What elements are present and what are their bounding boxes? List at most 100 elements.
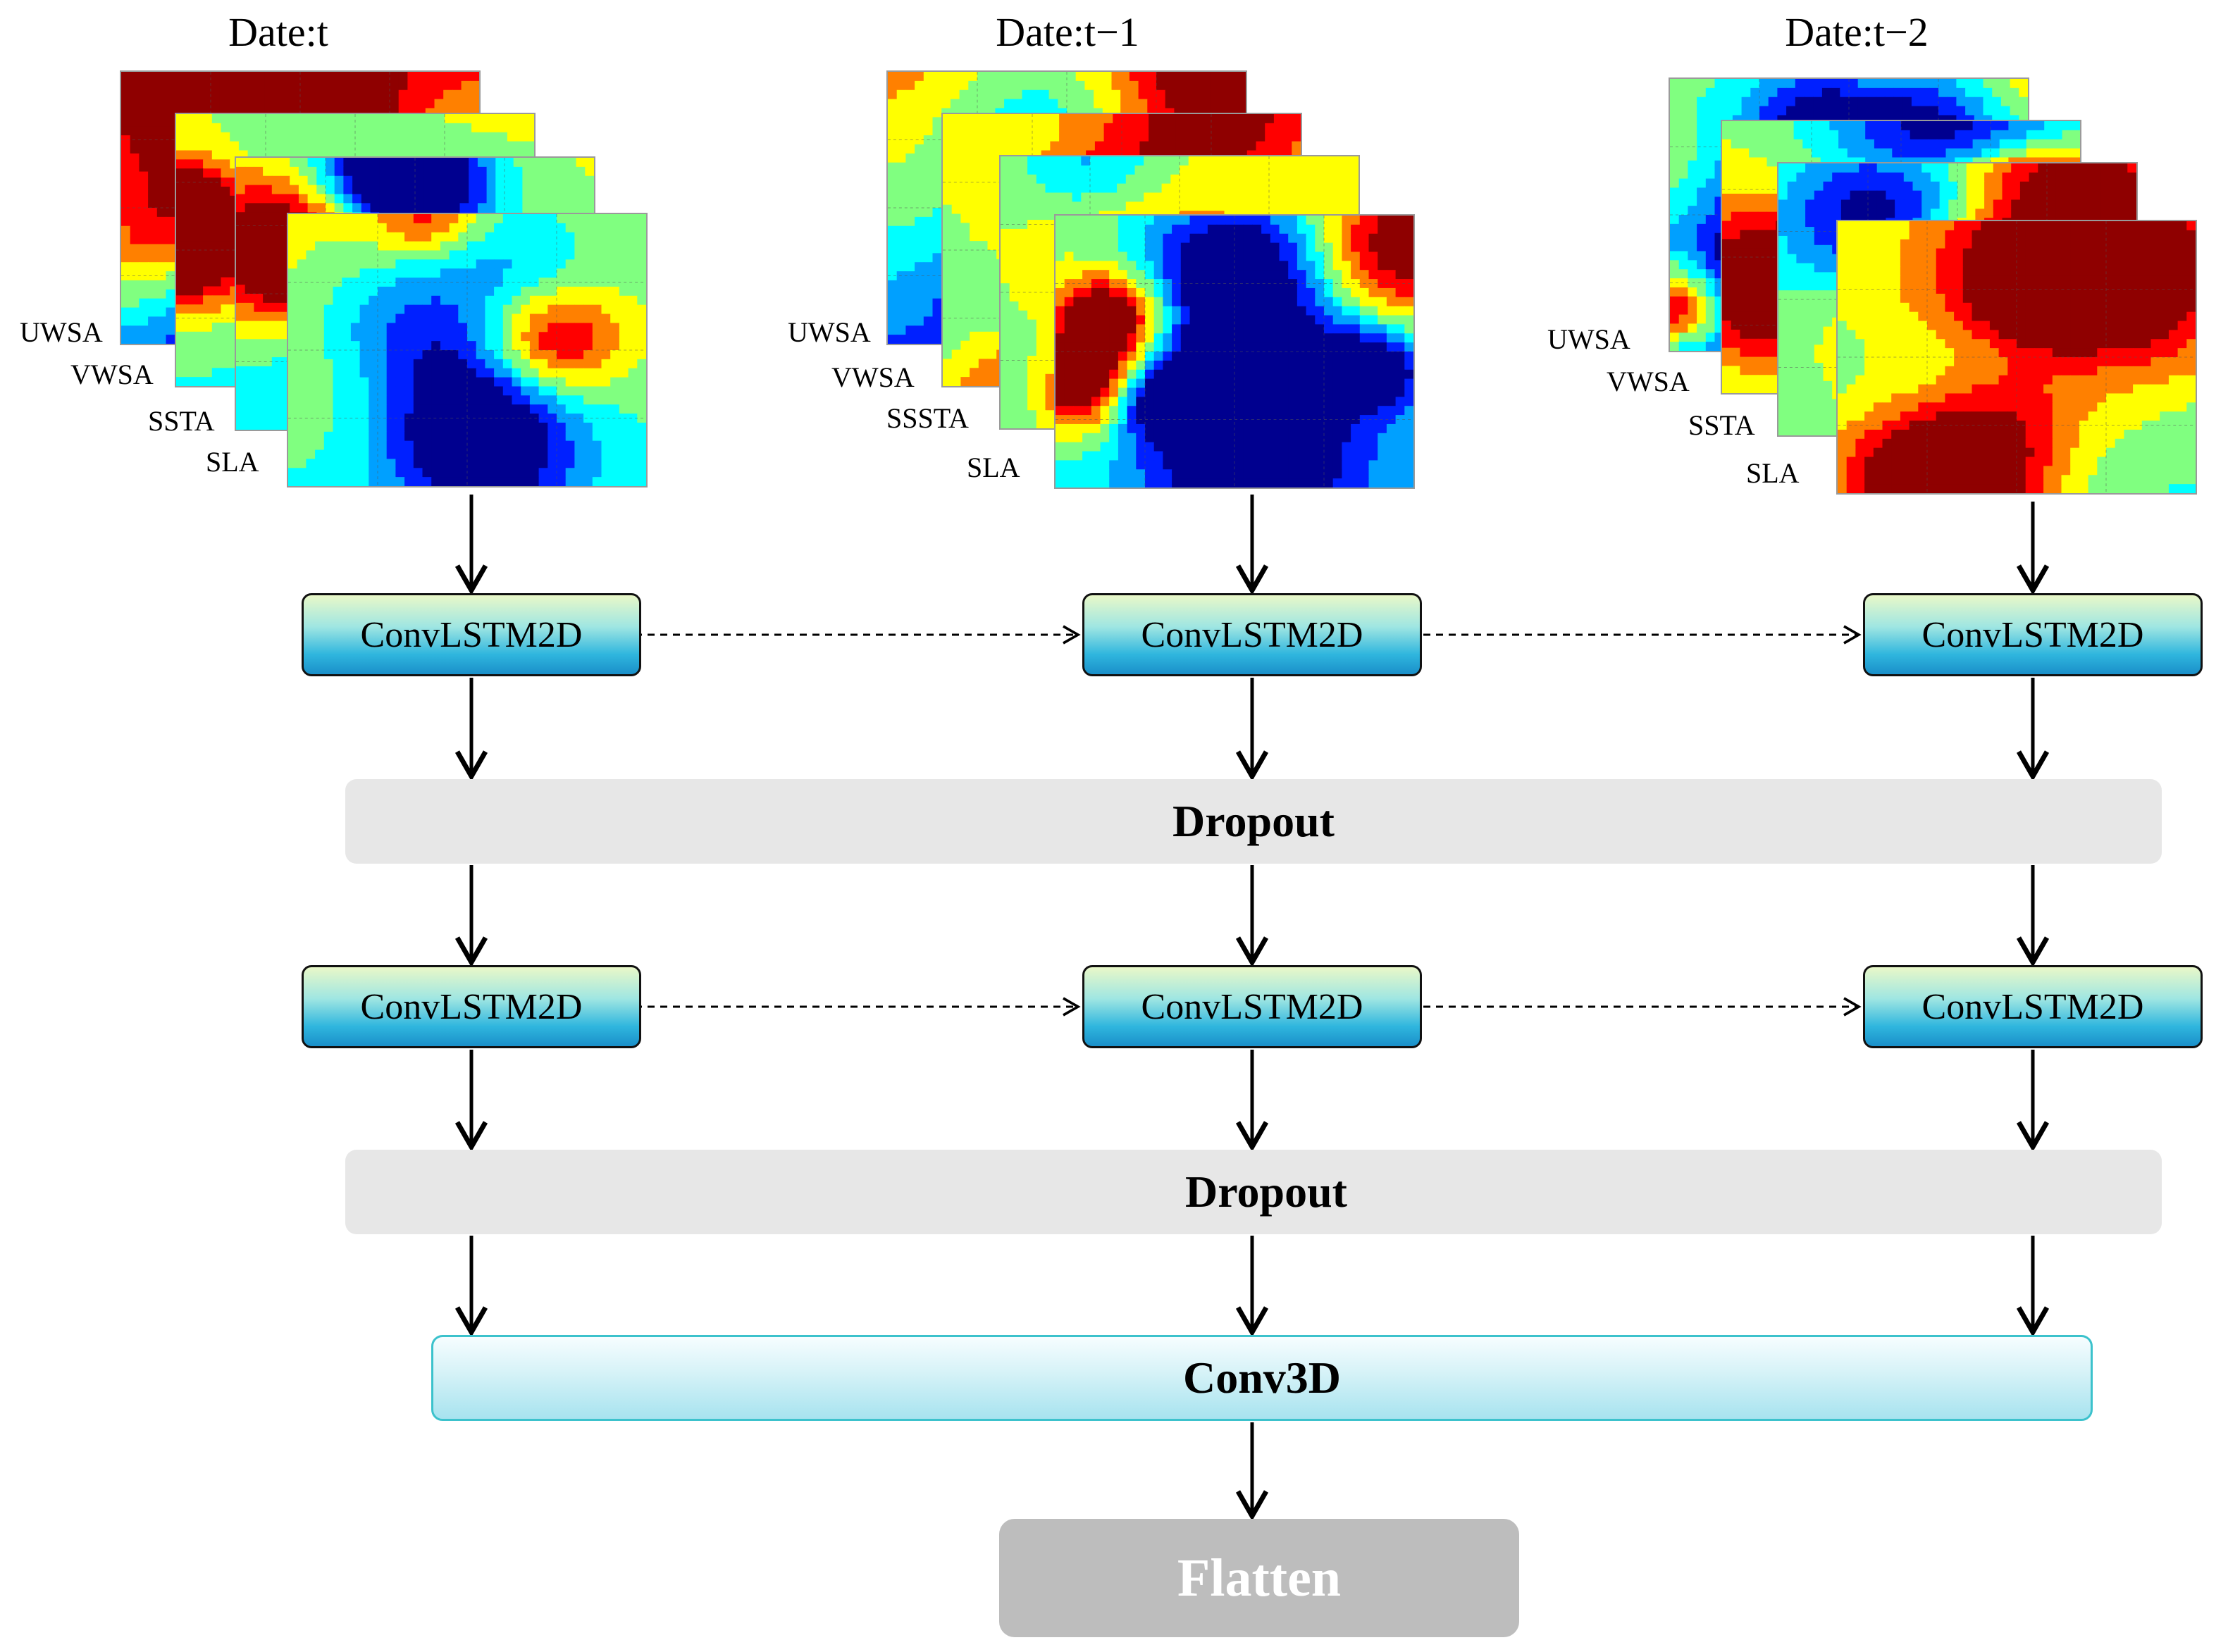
heatmap-cell	[263, 384, 273, 395]
heatmap-cell	[297, 295, 307, 306]
heatmap-cell	[350, 359, 361, 369]
heatmap-cell	[148, 280, 158, 290]
heatmap-cell	[194, 268, 204, 278]
heatmap-cell	[350, 223, 361, 233]
heatmap-cell	[176, 259, 186, 269]
heatmap-cell	[413, 232, 423, 242]
heatmap-cell	[494, 278, 504, 287]
heatmap-cell	[1201, 80, 1211, 91]
heatmap-cell	[342, 250, 352, 260]
heatmap-cell	[256, 114, 266, 124]
heatmap-cell	[467, 422, 477, 433]
heatmap-cell	[440, 449, 450, 459]
heatmap-cell	[345, 80, 354, 91]
heatmap-cell	[538, 395, 548, 405]
heatmap-cell	[245, 294, 254, 304]
heatmap-cell	[1075, 99, 1085, 109]
heatmap-cell	[316, 158, 326, 168]
heatmap-cell	[422, 377, 432, 387]
heatmap-cell	[453, 123, 463, 133]
heatmap-cell	[271, 339, 282, 349]
heatmap-cell	[166, 135, 175, 145]
heatmap-cell	[395, 404, 405, 414]
heatmap-cell	[968, 72, 978, 82]
heatmap-cell	[203, 368, 213, 378]
heatmap-cell	[583, 332, 593, 342]
heatmap-cell	[521, 214, 531, 224]
heatmap-cell	[459, 158, 469, 168]
heatmap-cell	[521, 323, 531, 333]
heatmap-cell	[315, 223, 325, 233]
heatmap-cell	[404, 449, 414, 459]
heatmap-cell	[211, 250, 222, 260]
heatmap-cell	[1183, 99, 1193, 109]
heatmap-cell	[139, 307, 149, 317]
heatmap-cell	[592, 440, 602, 451]
heatmap-cell	[292, 132, 302, 142]
heatmap-cell	[346, 114, 356, 124]
heatmap-cell	[130, 307, 140, 317]
heatmap-cell	[121, 144, 131, 154]
heatmap-cell	[327, 80, 337, 91]
heatmap-cell	[288, 431, 298, 442]
heatmap-cell	[236, 166, 246, 177]
heatmap-cell	[494, 449, 504, 459]
heatmap-cell	[1067, 89, 1077, 100]
heatmap-cell	[601, 477, 611, 486]
heatmap-cell	[359, 313, 369, 323]
heatmap-cell	[610, 341, 620, 351]
heatmap-cell	[175, 72, 185, 82]
heatmap-cell	[121, 298, 131, 309]
heatmap-cell	[203, 268, 213, 278]
heatmap-cell	[404, 278, 414, 287]
heatmap-cell	[583, 440, 593, 451]
heatmap-cell	[495, 203, 505, 213]
heatmap-cell	[565, 268, 575, 278]
heatmap-cell	[529, 368, 540, 378]
heatmap-cell	[271, 175, 282, 186]
heatmap-cell	[280, 158, 290, 168]
heatmap-cell	[130, 316, 140, 326]
heatmap-cell	[449, 286, 459, 297]
heatmap-cell	[637, 459, 646, 468]
heatmap-cell	[176, 295, 186, 305]
heatmap-cell	[574, 259, 584, 269]
heatmap-cell	[1058, 80, 1067, 91]
heatmap-cell	[619, 395, 629, 405]
heatmap-cell	[359, 332, 369, 342]
heatmap-cell	[404, 295, 414, 306]
heatmap-cell	[471, 132, 481, 142]
heatmap-cell	[378, 377, 388, 387]
heatmap-cell	[959, 99, 969, 109]
heatmap-cell	[350, 232, 361, 242]
heatmap-cell	[352, 194, 362, 204]
heatmap-cell	[404, 223, 414, 233]
heatmap-cell	[395, 395, 405, 405]
heatmap-cell	[485, 368, 495, 378]
heatmap-cell	[525, 123, 534, 133]
heatmap-cell	[407, 72, 417, 82]
heatmap-cell	[156, 72, 167, 82]
heatmap-cell	[413, 477, 423, 486]
heatmap-cell	[486, 166, 496, 177]
heatmap-cell	[458, 477, 468, 486]
heatmap-cell	[271, 402, 282, 412]
heatmap-cell	[467, 341, 477, 351]
heatmap-cell	[467, 286, 477, 297]
heatmap-cell	[968, 99, 978, 109]
heatmap-cell	[323, 422, 334, 433]
heatmap-cell	[192, 89, 202, 100]
heatmap-cell	[359, 377, 369, 387]
heatmap-cell	[288, 377, 298, 387]
heatmap-cell	[309, 89, 318, 100]
heatmap-cell	[221, 349, 230, 359]
heatmap-cell	[263, 221, 273, 231]
heatmap-cell	[156, 244, 167, 254]
heatmap-cell	[1084, 89, 1094, 100]
heatmap-cell	[1210, 89, 1220, 100]
heatmap-cell	[166, 199, 175, 209]
layer-label-uwsa-t: UWSA	[20, 316, 103, 348]
heatmap-cell	[221, 340, 230, 351]
heatmap-cell	[1147, 72, 1157, 82]
heatmap-cell	[583, 359, 593, 369]
